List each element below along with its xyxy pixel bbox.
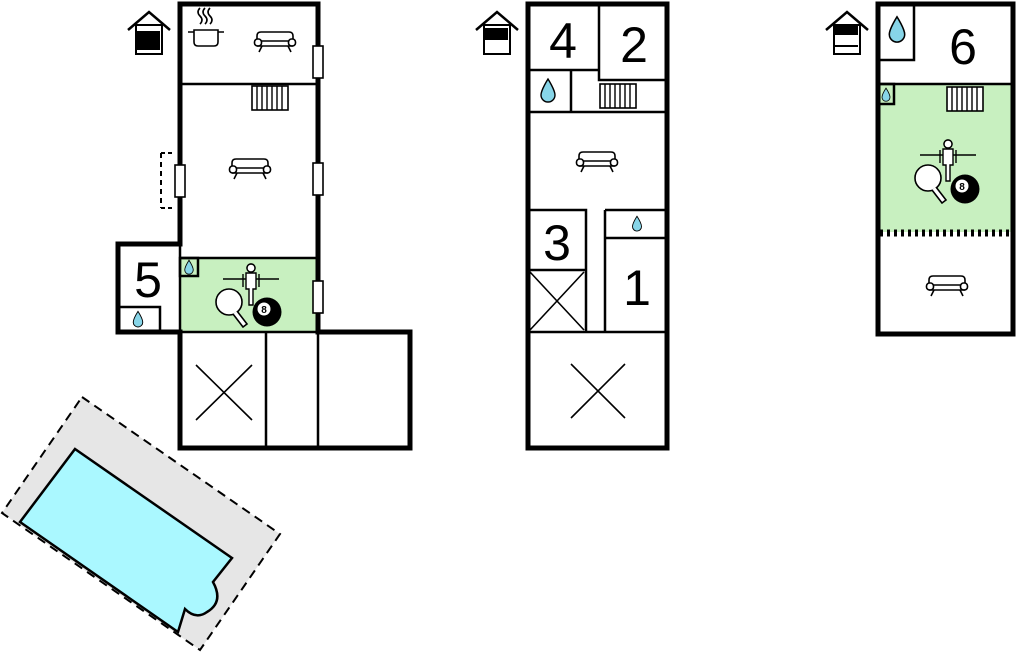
floor-1: 5 [0,1,413,652]
floor-level-marker [136,31,160,50]
pool [0,395,282,652]
sofa-icon [228,158,272,180]
room-number-5: 5 [134,252,162,308]
window [312,162,324,196]
bathroom-icon [888,15,906,44]
sofa-icon [925,275,969,297]
stairs-icon [251,85,289,111]
sofa-icon [575,151,619,173]
kitchen-icon [188,7,224,47]
floor-level-marker [484,28,508,40]
room-number-3: 3 [543,215,571,271]
room-number-6: 6 [949,19,977,75]
window [312,280,324,314]
stairs-icon [599,83,637,109]
bathroom-icon [540,78,556,103]
sofa-icon [253,31,297,53]
storage-cross [195,364,253,421]
room-number-2: 2 [620,17,648,73]
void-cross [570,363,626,419]
window [174,164,186,198]
floor-level-marker [834,24,858,34]
floor-2: 4 2 3 1 [474,1,670,451]
billiards-ball-icon [252,297,282,327]
floor-3: 6 [824,1,1016,337]
pool-water [18,447,234,635]
stairs-icon [946,86,984,112]
shower-icon [632,215,642,232]
void-cross [529,271,585,331]
window [312,45,324,79]
shower-icon [132,310,144,328]
room-number-4: 4 [549,13,577,69]
room-number-1: 1 [623,260,651,316]
billiards-ball-icon [950,174,980,204]
